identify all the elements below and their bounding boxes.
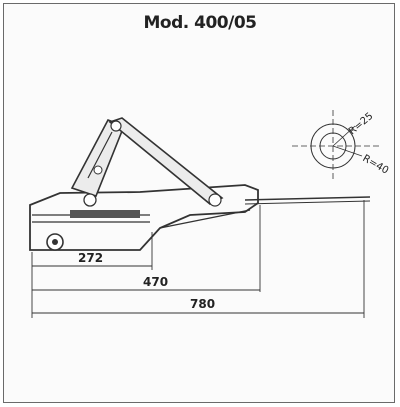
tool-body (29, 184, 259, 251)
radius-40-label: R=40 (361, 153, 391, 177)
radius-detail (292, 110, 380, 180)
dimension-lines (31, 200, 365, 318)
lever-handle (70, 117, 224, 207)
cable-rod (244, 196, 371, 205)
dimension-470: 470 (143, 275, 168, 289)
model-title: Mod. 400/05 (143, 13, 258, 33)
dimension-780: 780 (190, 297, 215, 311)
drawing-frame (3, 3, 395, 403)
dimension-272: 272 (78, 251, 103, 265)
radius-25-label: R=25 (347, 111, 376, 137)
jaw-pivot (46, 193, 97, 251)
